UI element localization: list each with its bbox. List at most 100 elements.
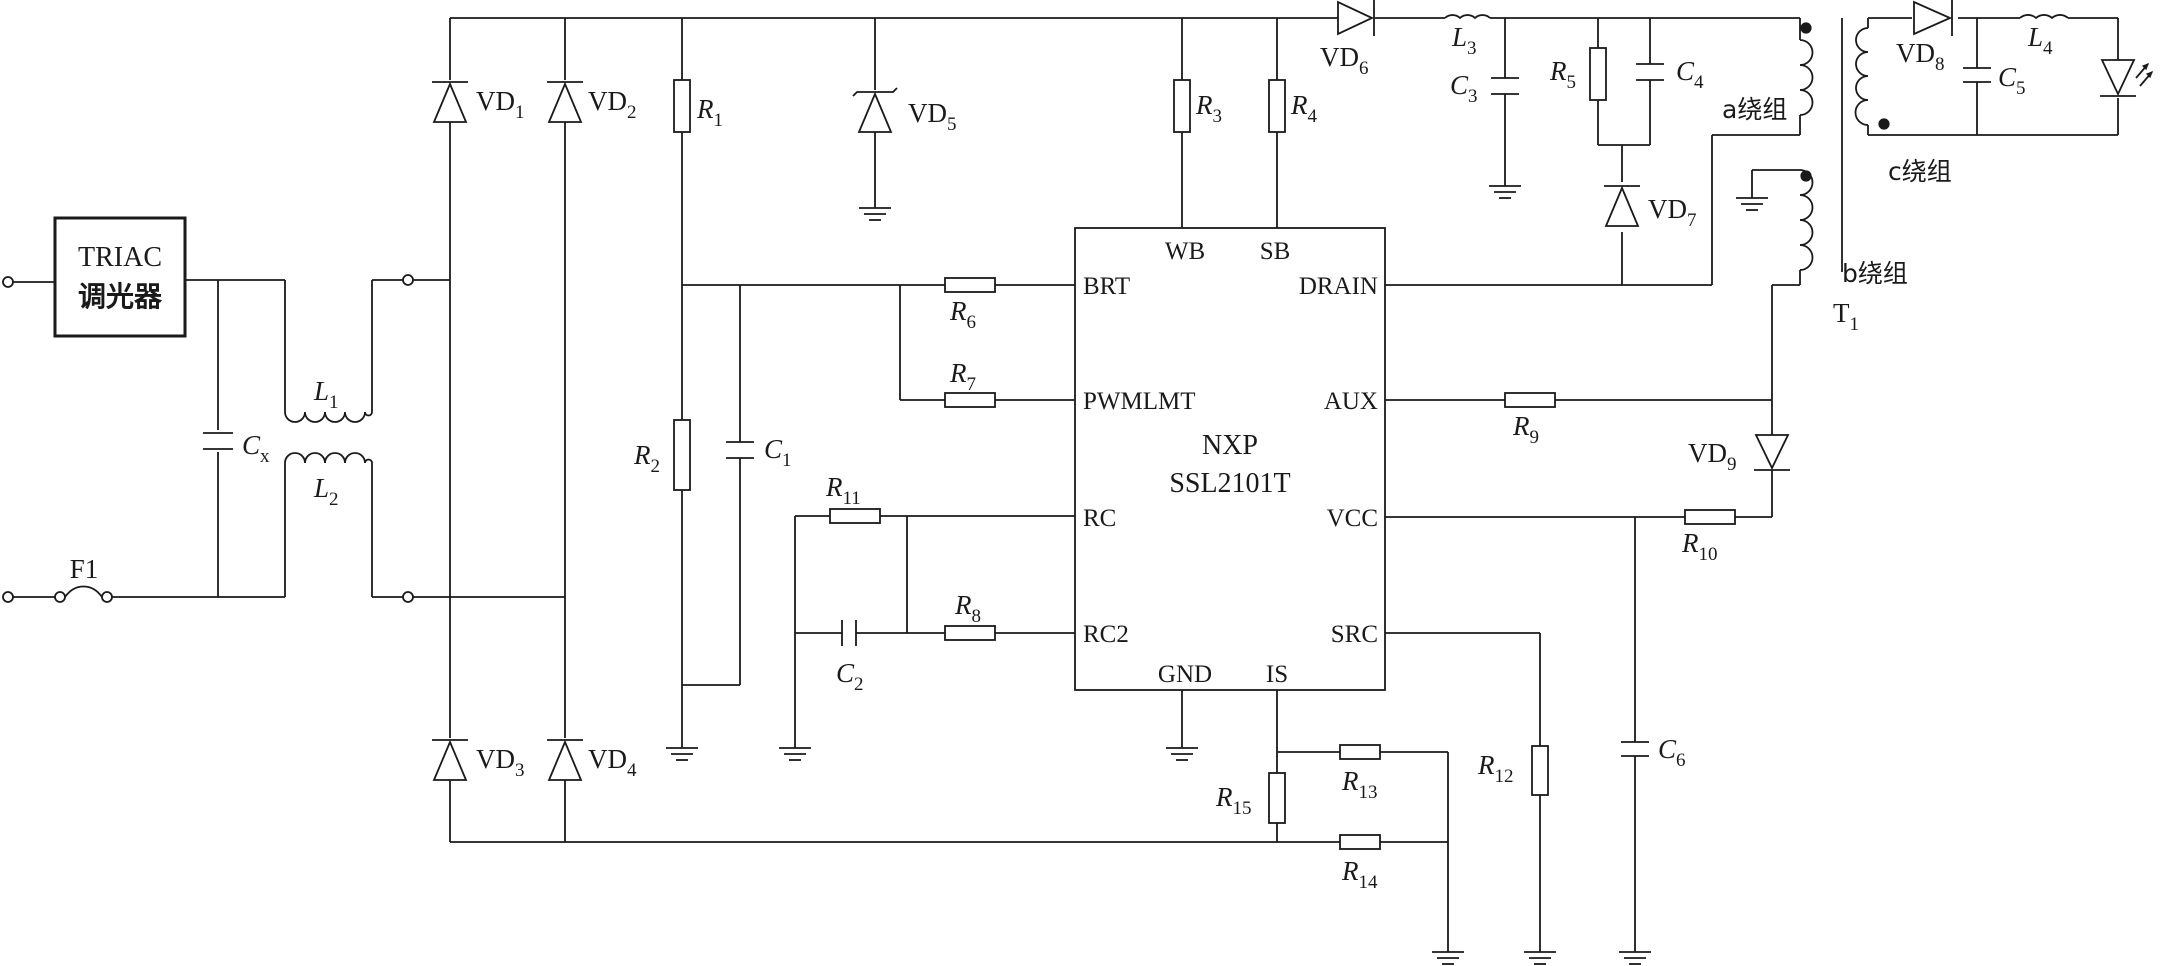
resistor-r14 (1339, 834, 1381, 850)
diode-vd3 (432, 739, 468, 781)
label-r12: R12 (1477, 750, 1514, 787)
label-r15: R15 (1215, 782, 1252, 819)
label-l3: L3 (1451, 22, 1477, 59)
triac-dimmer-box (53, 216, 187, 338)
label-r7: R7 (949, 358, 976, 395)
label-vd2: VD2 (588, 86, 637, 123)
ground-icon (1432, 951, 1464, 965)
pin-wb: WB (1165, 238, 1205, 265)
inductor-l3 (1444, 14, 1491, 20)
label-vd8: VD8 (1896, 38, 1945, 75)
ground-icon (779, 747, 811, 761)
pin-is: IS (1266, 661, 1288, 688)
label-r8: R8 (954, 590, 981, 627)
resistor-r9 (1504, 392, 1556, 408)
label-vd9: VD9 (1688, 438, 1737, 475)
pin-rc: RC (1083, 505, 1116, 532)
ground-icon (1524, 951, 1556, 965)
winding-b (1799, 169, 1814, 271)
label-r10: R10 (1681, 528, 1718, 565)
winding-b-label: b绕组 (1842, 259, 1908, 288)
pin-aux: AUX (1324, 388, 1378, 415)
label-r5: R5 (1549, 56, 1576, 93)
fuse-f1 (54, 585, 113, 603)
pin-sb: SB (1260, 238, 1291, 265)
pin-brt: BRT (1083, 273, 1130, 300)
transformer-label: T1 (1833, 298, 1859, 335)
resistors (673, 47, 1736, 850)
label-c5: C5 (1998, 62, 2026, 99)
label-c2: C2 (836, 658, 864, 695)
label-r11: R11 (825, 472, 861, 509)
led-light-arrows-icon (2135, 62, 2154, 87)
inductor-l1 (284, 411, 373, 423)
label-r4: R4 (1290, 90, 1318, 127)
led-diode (2100, 59, 2136, 97)
diodes (432, 0, 2154, 781)
diode-vd8 (1913, 0, 1953, 36)
label-l4: L4 (2027, 22, 2053, 59)
ground-icon (1736, 197, 1768, 211)
inductor-l2 (284, 452, 373, 464)
resistor-r3 (1173, 79, 1191, 133)
polarity-dot-b (1800, 170, 1812, 182)
resistor-r8 (944, 625, 996, 641)
inductors (284, 14, 2069, 464)
label-l2: L2 (313, 473, 339, 510)
pin-rc2: RC2 (1083, 621, 1129, 648)
label-c4: C4 (1676, 56, 1704, 93)
resistor-r7 (944, 392, 996, 408)
pin-pwmlmt: PWMLMT (1083, 388, 1196, 415)
label-r14: R14 (1341, 856, 1378, 893)
transformer-t1 (1799, 18, 1890, 272)
resistor-r1 (673, 79, 691, 133)
pin-drain: DRAIN (1299, 273, 1378, 300)
diode-vd7 (1604, 185, 1640, 227)
resistor-r4 (1268, 79, 1286, 133)
pin-src: SRC (1331, 621, 1378, 648)
diode-vd9 (1754, 434, 1790, 471)
diode-vd2 (547, 81, 583, 123)
label-c3: C3 (1450, 70, 1478, 107)
resistor-r10 (1684, 509, 1736, 525)
label-r13: R13 (1341, 766, 1378, 803)
dimmer-label: 调光器 (78, 280, 163, 313)
diode-vd1 (432, 81, 468, 123)
inductor-l4 (2019, 14, 2069, 20)
label-cx: Cx (242, 430, 270, 467)
designators: Cx L1 L2 L3 L4 VD1 VD2 VD3 VD4 VD5 VD6 V… (242, 22, 2053, 893)
winding-c-label: c绕组 (1888, 157, 1952, 186)
label-c1: C1 (764, 434, 792, 471)
polarity-dot-a (1800, 22, 1812, 34)
ic-part: SSL2101T (1169, 468, 1290, 499)
resistor-r5 (1589, 47, 1607, 101)
diode-vd5 (852, 87, 898, 133)
fuse-label: F1 (70, 554, 99, 584)
winding-c (1854, 27, 1869, 126)
winding-a-label: a绕组 (1722, 95, 1787, 124)
winding-a (1799, 39, 1814, 116)
ground-icon (859, 207, 891, 221)
label-l1: L1 (313, 376, 339, 413)
capacitors (203, 63, 1991, 757)
polarity-dot-c (1878, 118, 1890, 130)
pin-gnd: GND (1158, 661, 1212, 688)
ground-icon (1489, 185, 1521, 199)
label-vd1: VD1 (476, 86, 525, 123)
pin-vcc: VCC (1327, 505, 1378, 532)
label-r6: R6 (949, 296, 976, 333)
ground-icon (666, 747, 698, 761)
diode-vd4 (547, 739, 583, 781)
triac-label: TRIAC (78, 242, 162, 273)
ground-icon (1166, 747, 1198, 761)
label-vd5: VD5 (908, 98, 957, 135)
ground-icon (1619, 951, 1651, 965)
label-r2: R2 (633, 440, 660, 477)
resistor-r2 (673, 419, 691, 491)
label-r3: R3 (1195, 90, 1222, 127)
resistor-r6 (944, 277, 996, 293)
label-vd7: VD7 (1648, 194, 1697, 231)
resistor-r15 (1268, 772, 1286, 824)
